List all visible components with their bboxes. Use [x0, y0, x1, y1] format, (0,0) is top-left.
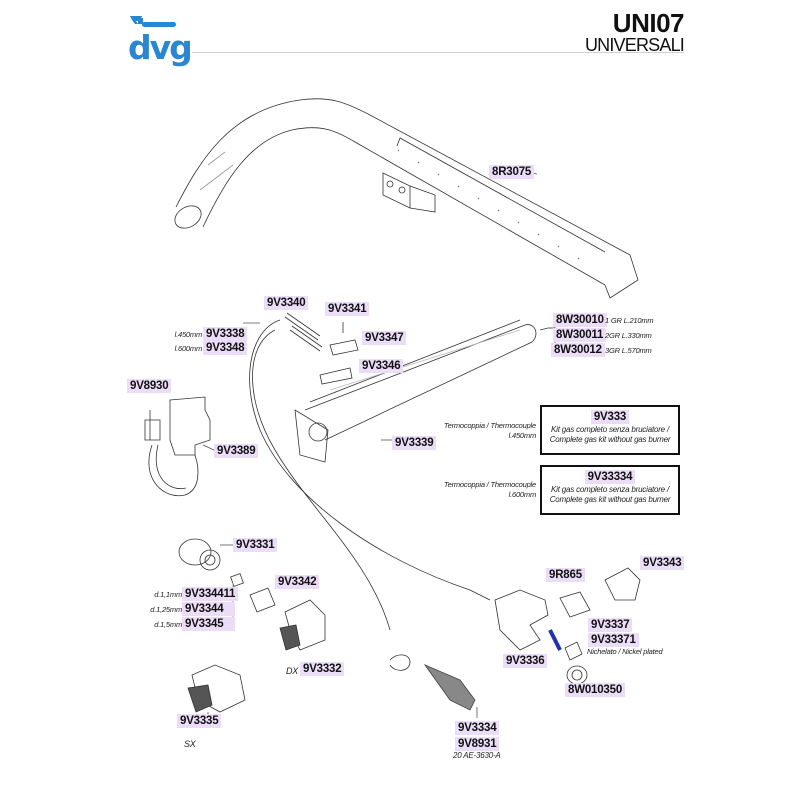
kit1-side-note: Termocoppia / Thermocouple l.450mm — [420, 421, 536, 441]
kit2-desc-line1: Kit gas completo senza bruciatore / — [551, 485, 669, 494]
part-label-bracket-comb[interactable]: 9V3346 — [359, 359, 404, 373]
part-label-burner-1gr[interactable]: 8W30010 — [553, 313, 607, 327]
electrode-drawing — [243, 312, 471, 631]
part-label-thermocouple[interactable]: 9V3339 — [392, 436, 437, 450]
electrode-l600-note: l.600mm — [174, 344, 203, 353]
part-label-electrode-l600[interactable]: 9V3348 — [203, 341, 248, 355]
part-label-tap-dx[interactable]: 9V3332 — [300, 662, 345, 676]
injector-125-note: d.1,25mm — [150, 605, 182, 614]
brand-name: dvg — [128, 28, 193, 67]
burner-tube-drawing — [174, 98, 639, 299]
kit2-side-note-line2: l.600mm — [508, 490, 537, 499]
kit2-side-note: Termocoppia / Thermocouple l.600mm — [420, 480, 536, 500]
injector-15-note: d.1,5mm — [154, 620, 182, 629]
valve-shaft-alt-note: 20 AE-3630-A — [453, 751, 501, 760]
nut-nickel-note: Nichelato / Nickel plated — [587, 647, 663, 656]
part-label-screw[interactable]: 9V3341 — [325, 302, 370, 316]
burner-3gr-note: 3GR L.570mm — [605, 346, 652, 355]
part-label-injector-125[interactable]: 9V3344 — [182, 602, 236, 616]
part-label-injector-15[interactable]: 9V3345 — [182, 617, 236, 631]
part-label-electrode[interactable]: 9V3340 — [264, 296, 309, 310]
kit1-desc-line1: Kit gas completo senza bruciatore / — [551, 425, 669, 434]
burner-bar-drawing — [294, 317, 556, 463]
kit1-side-note-line1: Termocoppia / Thermocouple — [443, 421, 536, 430]
electrode-l450-note: l.450mm — [174, 330, 203, 339]
part-label-elbow[interactable]: 9V3343 — [640, 556, 685, 570]
kit2-desc-line2: Complete gas kit without gas burner — [549, 495, 671, 504]
part-label-tap-sx[interactable]: 9V3335 — [177, 714, 222, 728]
part-label-washer[interactable]: 8W010350 — [565, 683, 626, 697]
header-divider — [192, 52, 684, 53]
part-label-valve-shaft-alt[interactable]: 9V8931 — [455, 737, 500, 751]
part-label-injector-11[interactable]: 9V334411 — [182, 587, 239, 601]
part-label-nipple[interactable]: 9V3342 — [275, 575, 320, 589]
faucet-icon — [130, 16, 176, 27]
part-label-bracket-top[interactable]: 9V3347 — [362, 331, 407, 345]
model-subtitle: UNIVERSALI — [584, 35, 685, 55]
tap-dx-note: DX — [286, 666, 299, 676]
model-title: UNI07 — [612, 8, 685, 38]
kit-box-9v33334[interactable]: 9V33334 Kit gas completo senza bruciator… — [540, 465, 680, 515]
kit1-desc-line2: Complete gas kit without gas burner — [549, 435, 671, 444]
part-label-hex-coupling[interactable]: 9R865 — [546, 568, 585, 582]
part-label-burner-3gr[interactable]: 8W30012 — [551, 343, 605, 357]
part-label-valve-unit[interactable]: 9V3389 — [214, 444, 259, 458]
part-label-air-shutter[interactable]: 9V3331 — [233, 538, 278, 552]
part-label-tee[interactable]: 9V3336 — [503, 654, 548, 668]
injector-11-note: d.1,1mm — [154, 590, 182, 599]
dvg-logo: dvg — [128, 14, 198, 66]
part-label-valve-shaft[interactable]: 9V3334 — [455, 721, 500, 735]
part-label-nut-nickel[interactable]: 9V33371 — [588, 633, 639, 647]
part-label-nut[interactable]: 9V3337 — [588, 618, 633, 632]
valve-unit-drawing — [144, 396, 215, 497]
burner-1gr-note: 1 GR L.210mm — [605, 316, 654, 325]
kit1-side-note-line2: l.450mm — [508, 431, 537, 440]
tap-sx-note: SX — [184, 739, 196, 749]
part-label-burner-2gr[interactable]: 8W30011 — [553, 328, 607, 342]
part-label-electrode-l450[interactable]: 9V3338 — [203, 327, 248, 341]
kit1-code[interactable]: 9V333 — [590, 410, 630, 424]
kit-box-9v333[interactable]: 9V333 Kit gas completo senza bruciatore … — [540, 405, 680, 455]
kit2-side-note-line1: Termocoppia / Thermocouple — [443, 480, 536, 489]
gas-fittings-drawing — [389, 567, 641, 718]
part-label-burner-tube[interactable]: 8R3075 — [489, 165, 535, 179]
kit2-code[interactable]: 9V33334 — [584, 470, 636, 484]
part-label-piezo[interactable]: 9V8930 — [127, 379, 172, 393]
burner-2gr-note: 2GR L.330mm — [605, 331, 652, 340]
